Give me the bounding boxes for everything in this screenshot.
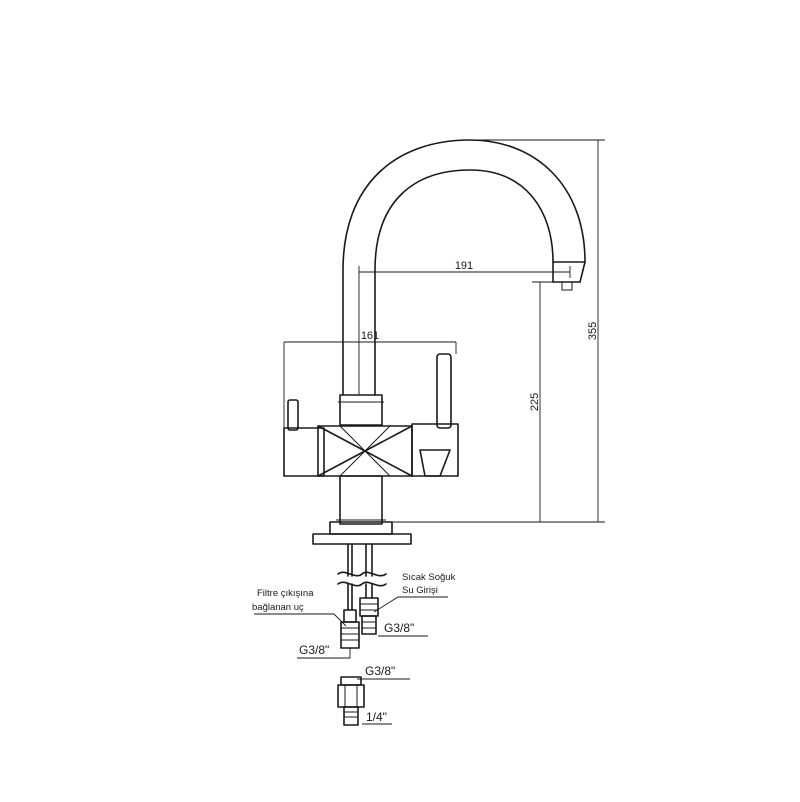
dimension-handle-width: 161 xyxy=(283,330,457,428)
callout-thread-inlet: G3/8" xyxy=(378,621,428,637)
dimension-spout-height: 225 xyxy=(529,281,570,522)
faucet-body xyxy=(283,353,459,545)
dimension-191-label: 191 xyxy=(455,260,473,272)
callout-hot-cold-inlet: Sıcak Soğuk Su Girişi xyxy=(373,572,456,613)
hot-cold-label-line1: Sıcak Soğuk xyxy=(402,572,456,583)
filter-outlet-label-line2: bağlanan uç xyxy=(252,602,304,613)
hot-cold-label-line2: Su Girişi xyxy=(402,585,438,596)
dimension-overall-height: 355 xyxy=(392,139,605,523)
thread-adapter-bottom-label: 1/4" xyxy=(366,710,387,724)
thread-adapter-label: G3/8" xyxy=(365,664,395,678)
dimension-225-label: 225 xyxy=(529,393,541,411)
callout-thread-adapter: G3/8" xyxy=(357,664,410,680)
thread-inlet-label: G3/8" xyxy=(384,621,414,635)
thread-filter-label: G3/8" xyxy=(299,643,329,657)
callout-thread-adapter-bottom: 1/4" xyxy=(362,710,392,725)
adapter-fitting xyxy=(337,676,365,726)
callout-thread-filter: G3/8" xyxy=(297,643,351,659)
filter-outlet-label-line1: Filtre çıkışına xyxy=(257,588,314,599)
dimension-161-label: 161 xyxy=(361,330,379,342)
dimension-355-label: 355 xyxy=(587,322,599,340)
supply-hoses xyxy=(337,543,387,649)
dimension-spout-reach: 191 xyxy=(358,260,571,395)
callout-filter-outlet: Filtre çıkışına bağlanan uç xyxy=(252,588,347,627)
